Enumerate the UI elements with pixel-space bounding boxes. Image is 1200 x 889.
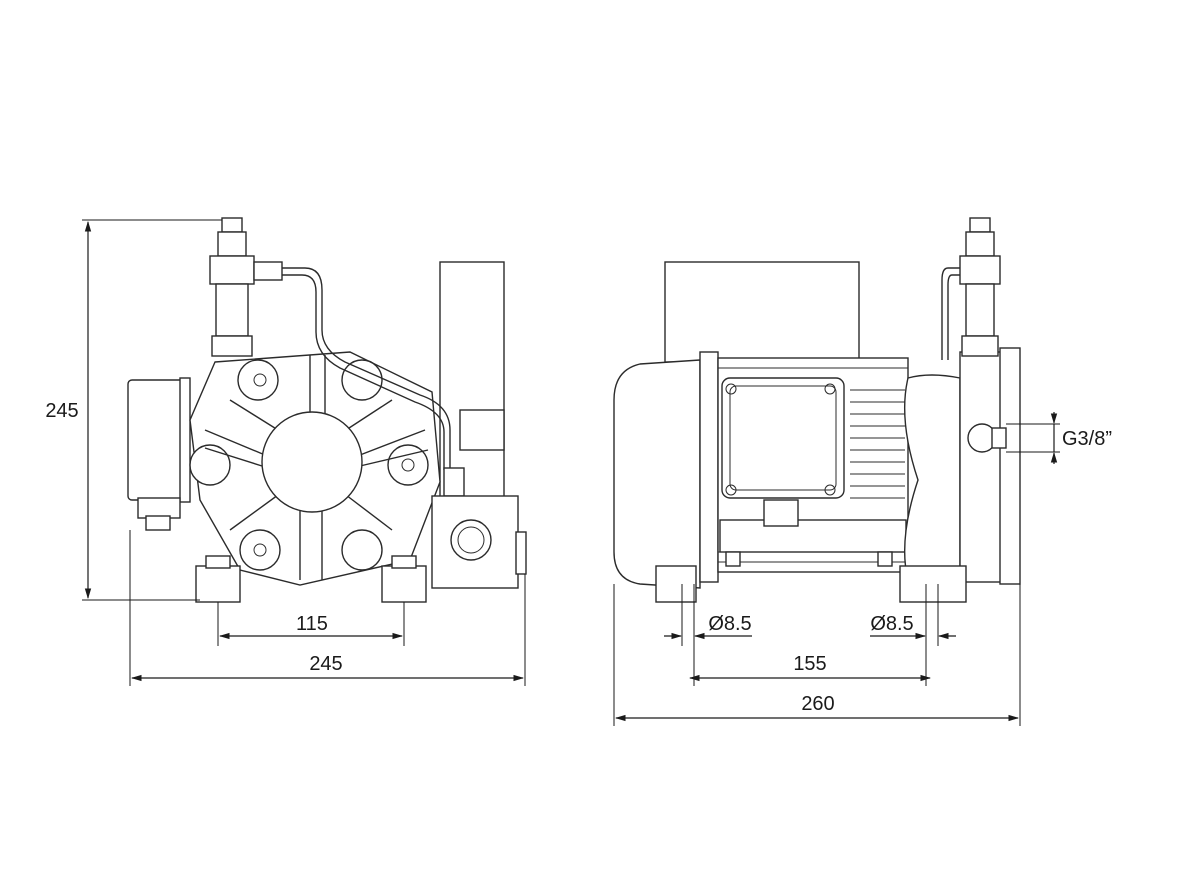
side-valve-stem xyxy=(965,283,995,337)
cable-gland xyxy=(137,497,181,519)
front-width-label: 245 xyxy=(309,653,342,675)
port-thread xyxy=(991,427,1007,449)
side-view-dimensions: Ø8.5 Ø8.5 155 260 G3/8” xyxy=(613,412,1112,726)
side-top-fitting xyxy=(965,231,995,257)
terminal-flange xyxy=(179,377,191,503)
foot-right xyxy=(381,565,427,603)
side-view xyxy=(613,217,1021,603)
lobe-bottom-left xyxy=(239,529,281,571)
bypass-tube-inner xyxy=(282,274,445,470)
screw-icon xyxy=(824,484,836,496)
top-valve-block xyxy=(209,255,255,285)
hole-left-label: Ø8.5 xyxy=(708,613,751,635)
bypass-tube xyxy=(282,267,451,470)
hole-right-label: Ø8.5 xyxy=(870,613,913,635)
port-nut xyxy=(450,519,492,561)
bypass-fitting xyxy=(443,467,465,497)
motor-fins-vertical xyxy=(850,389,905,499)
lobe-right xyxy=(387,444,429,486)
side-nut xyxy=(877,551,893,567)
lobe-top-left xyxy=(237,359,279,401)
pump-cover-plate xyxy=(999,347,1021,585)
front-view-dimensions: 245 115 245 xyxy=(45,219,526,686)
screw-icon xyxy=(725,484,737,496)
side-tube-inner xyxy=(947,274,960,360)
port-size-label: G3/8” xyxy=(1062,428,1112,450)
side-fitting xyxy=(459,409,505,451)
pump-hub xyxy=(261,411,363,513)
valve-block-side xyxy=(515,531,527,575)
top-valve-stem xyxy=(215,283,249,337)
pump-head-side xyxy=(903,374,961,585)
fan-flange xyxy=(699,351,719,583)
foot-left xyxy=(195,565,241,603)
inspection-plate xyxy=(721,377,845,499)
side-valve-base xyxy=(961,335,999,357)
foot-right-nut xyxy=(391,555,417,569)
motor-lower-band xyxy=(719,519,907,553)
front-view xyxy=(127,217,527,603)
side-tube xyxy=(941,267,960,360)
side-top-nut xyxy=(969,217,991,233)
lobe-top-right xyxy=(341,359,383,401)
motor-terminal-box xyxy=(664,261,860,363)
bolt-icon xyxy=(253,373,267,387)
side-length-label: 260 xyxy=(801,693,834,715)
side-foot-right xyxy=(899,565,967,603)
side-foot-spacing-label: 155 xyxy=(793,653,826,675)
front-height-label: 245 xyxy=(45,400,78,422)
lobe-left xyxy=(189,444,231,486)
cable-gland-nut xyxy=(145,515,171,531)
bolt-icon xyxy=(253,543,267,557)
side-nut xyxy=(725,551,741,567)
center-bolt xyxy=(763,499,799,527)
terminal-box-left xyxy=(127,379,185,501)
screw-icon xyxy=(824,383,836,395)
side-foot-left xyxy=(655,565,697,603)
fan-cover xyxy=(613,359,701,589)
top-valve-base xyxy=(211,335,253,357)
screw-icon xyxy=(725,383,737,395)
cooling-ribs xyxy=(204,355,429,580)
lobe-bottom-right xyxy=(341,529,383,571)
pump-cover-side xyxy=(959,351,1005,583)
top-fitting xyxy=(217,231,247,257)
side-valve-block xyxy=(959,255,1001,285)
bolt-icon xyxy=(401,458,415,472)
foot-left-nut xyxy=(205,555,231,569)
elbow-fitting xyxy=(253,261,283,281)
top-nut xyxy=(221,217,243,233)
front-foot-spacing-label: 115 xyxy=(296,613,328,635)
port-icon xyxy=(457,526,485,554)
